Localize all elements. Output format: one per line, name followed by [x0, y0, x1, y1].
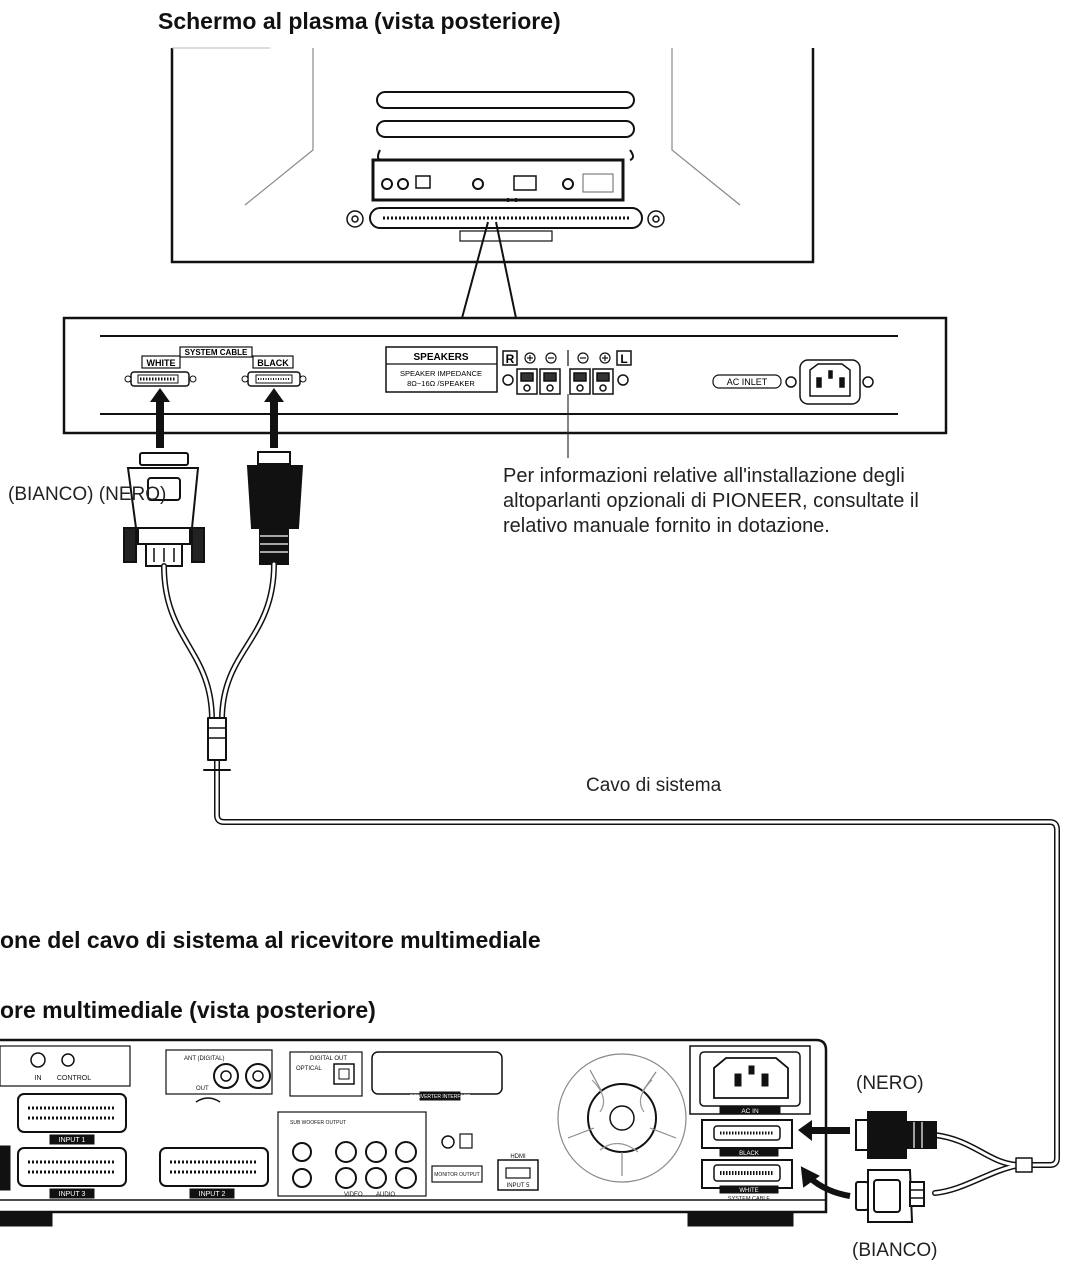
white-dvi-port — [124, 371, 197, 387]
receiver-arrow-white — [800, 1166, 851, 1199]
ac-inlet-label: AC INLET — [727, 377, 768, 387]
system-cable-label: SYSTEM CABLE — [185, 348, 248, 357]
input3-label: INPUT 3 — [59, 1191, 86, 1198]
input2-label: INPUT 2 — [199, 1191, 226, 1198]
zoomed-terminal-panel: SYSTEM CABLE WHITE BLACK SPEAKERS SPEAKE… — [62, 316, 948, 458]
system-cable-wires — [161, 561, 1060, 1196]
hdmi-input-label: INPUT 5 — [507, 1183, 531, 1189]
sub-woofer-label: SUB WOOFER OUTPUT — [290, 1120, 346, 1126]
speaker-impedance-label: SPEAKER IMPEDANCE — [400, 369, 482, 378]
digital-out-label: DIGITAL OUT — [310, 1056, 347, 1062]
right-channel-label: R — [506, 352, 515, 366]
input1-label: INPUT 1 — [59, 1137, 86, 1144]
receiver-arrow-black — [798, 1120, 850, 1141]
black-port-label: BLACK — [257, 358, 289, 368]
converter-interface-label: CONVERTER INTERFACE — [410, 1094, 471, 1100]
receiver-system-cable-label: SYSTEM CABLE — [728, 1196, 771, 1202]
monitor-output-label: MONITOR OUTPUT — [434, 1172, 479, 1178]
media-receiver-rear: IN CONTROL INPUT 1 INPUT 3 INPUT 2 ANT (… — [0, 1038, 828, 1227]
speaker-impedance-value: 8Ω~16Ω /SPEAKER — [407, 379, 475, 388]
out-label: OUT — [196, 1086, 209, 1092]
nero-label: (NERO) — [856, 1073, 924, 1094]
bianco-nero-label: (BIANCO) (NERO) — [8, 484, 167, 505]
plasma-rear-title: Schermo al plasma (vista posteriore) — [158, 8, 561, 34]
arrow-black — [264, 388, 284, 448]
optical-label: OPTICAL — [296, 1066, 322, 1072]
plasma-monitor-rear — [170, 47, 815, 319]
speakers-label: SPEAKERS — [413, 352, 468, 363]
white-port-label: WHITE — [147, 358, 176, 368]
speaker-install-note: Per informazioni relative all'installazi… — [503, 465, 919, 537]
polarity-symbols — [524, 350, 611, 366]
antenna-label: ANT (DIGITAL) — [184, 1056, 224, 1062]
hdmi-label: HDMI — [510, 1154, 526, 1160]
arrow-white — [150, 388, 170, 448]
receiver-rear-title: ore multimediale (vista posteriore) — [0, 997, 376, 1023]
receiver-in-label: IN — [35, 1075, 42, 1082]
white-dvi-plug — [123, 452, 205, 567]
bianco-label: (BIANCO) — [852, 1240, 938, 1261]
receiver-white-plug — [855, 1169, 925, 1223]
receiver-black-plug — [855, 1111, 937, 1159]
video-label: VIDEO — [344, 1192, 363, 1198]
section-title: one del cavo di sistema al ricevitore mu… — [0, 927, 541, 953]
cavo-di-sistema-label: Cavo di sistema — [586, 775, 722, 796]
ac-inlet-socket — [785, 359, 874, 405]
black-port — [241, 371, 307, 387]
ac-in-label: AC IN — [741, 1108, 759, 1115]
black-plug — [246, 451, 304, 565]
receiver-black-label: BLACK — [739, 1151, 759, 1157]
receiver-control-label: CONTROL — [57, 1075, 91, 1082]
speaker-terminals — [502, 368, 629, 395]
left-channel-label: L — [620, 352, 627, 366]
audio-label: AUDIO — [376, 1192, 395, 1198]
receiver-white-label: WHITE — [739, 1188, 758, 1194]
